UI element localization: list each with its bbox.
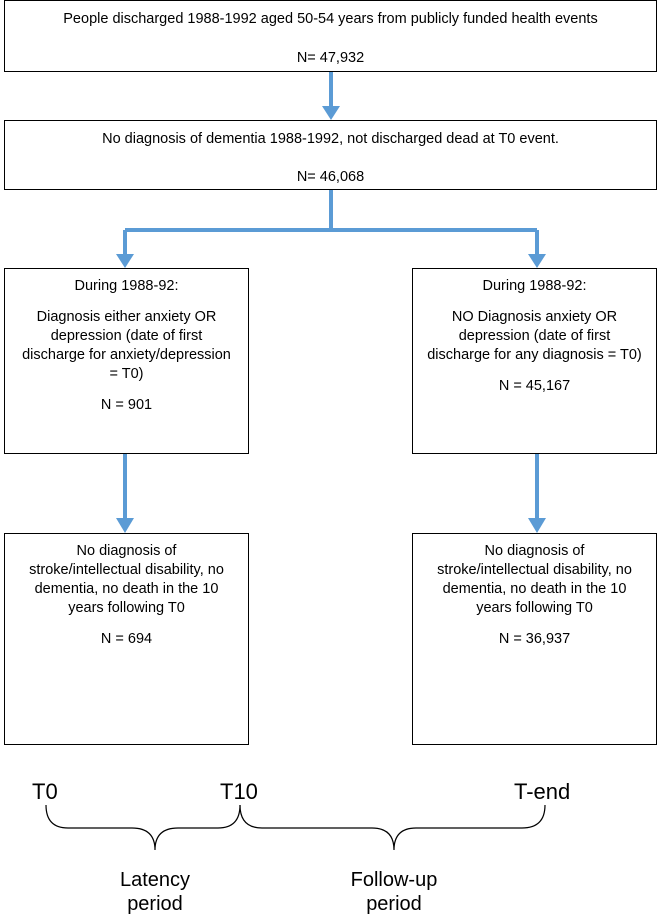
top-box-count: N= 47,932: [296, 50, 365, 66]
latency-brace: [45, 804, 241, 851]
timeline-tend-label: T-end: [514, 779, 571, 804]
left-branch-heading: During 1988-92:: [74, 278, 179, 294]
followup-brace: [239, 804, 546, 851]
top-box-title: People discharged 1988-1992 aged 50-54 y…: [63, 11, 598, 27]
right-branch-heading: During 1988-92:: [482, 278, 587, 294]
second-box-title: No diagnosis of dementia 1988-1992, not …: [102, 131, 559, 147]
anxiety-depression-box: During 1988-92: Diagnosis either anxiety…: [4, 268, 249, 454]
arrowhead-left-branch: [116, 254, 134, 268]
left-final-text: No diagnosis of stroke/intellectual disa…: [29, 543, 224, 616]
right-final-box: No diagnosis of stroke/intellectual disa…: [412, 533, 657, 745]
right-final-text: No diagnosis of stroke/intellectual disa…: [437, 543, 632, 616]
top-population-box: People discharged 1988-1992 aged 50-54 y…: [4, 0, 657, 72]
followup-period-label: Follow-up period: [350, 869, 438, 915]
right-final-count: N = 36,937: [498, 631, 571, 647]
arrowhead-right-final: [528, 518, 546, 533]
arrowhead-left-final: [116, 518, 134, 533]
left-branch-count: N = 901: [100, 397, 153, 413]
timeline-t10-label: T10: [220, 779, 258, 804]
second-box-count: N= 46,068: [296, 169, 365, 185]
left-branch-text: Diagnosis either anxiety OR depression (…: [22, 309, 231, 382]
latency-period-label: Latency period: [119, 869, 191, 915]
left-final-count: N = 694: [100, 631, 153, 647]
right-branch-text: NO Diagnosis anxiety OR depression (date…: [427, 309, 642, 363]
left-final-box: No diagnosis of stroke/intellectual disa…: [4, 533, 249, 745]
timeline-t0-label: T0: [32, 779, 58, 804]
no-dementia-box: No diagnosis of dementia 1988-1992, not …: [4, 120, 657, 190]
arrowhead-right-branch: [528, 254, 546, 268]
arrowhead-second: [322, 106, 340, 120]
right-branch-count: N = 45,167: [498, 378, 571, 394]
no-anxiety-depression-box: During 1988-92: NO Diagnosis anxiety OR …: [412, 268, 657, 454]
